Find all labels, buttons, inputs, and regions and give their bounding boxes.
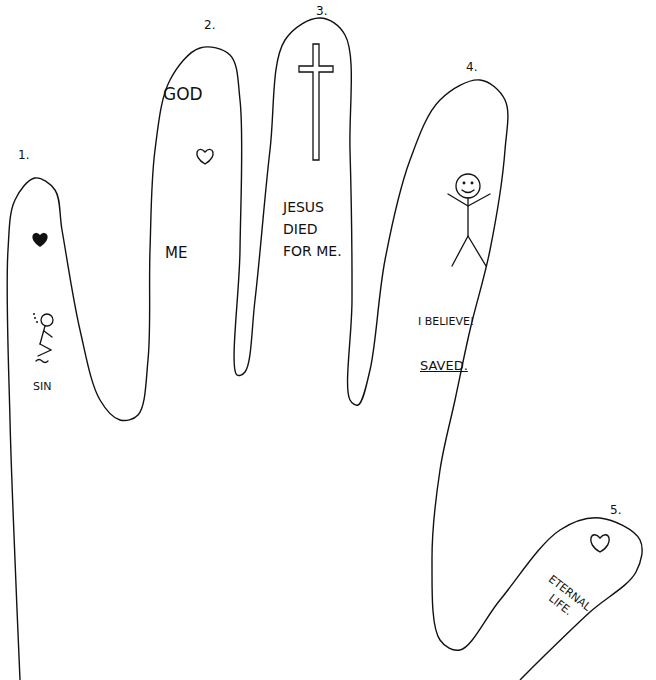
callout-number: 2. xyxy=(204,18,215,32)
finger-text: JESUS DIED FOR ME. xyxy=(283,196,343,262)
finger-text: GOD xyxy=(163,84,203,105)
cross-symbol xyxy=(299,44,333,160)
callout-number: 3. xyxy=(316,4,327,18)
kneeling-figure xyxy=(34,314,53,363)
hand-outline-path xyxy=(7,18,642,680)
finger-text: SIN xyxy=(33,380,51,394)
finger-text: SAVED. xyxy=(420,358,468,374)
finger-text: ME xyxy=(165,244,187,263)
finger-text: ETERNAL LIFE. xyxy=(525,563,605,635)
heart-symbol xyxy=(591,535,609,552)
finger-text: I BELIEVE! xyxy=(418,314,482,330)
callout-number: 5. xyxy=(610,503,621,517)
heart-symbol xyxy=(33,234,47,246)
stick-figure xyxy=(448,174,490,266)
heart-symbol xyxy=(197,149,213,164)
callout-number: 1. xyxy=(18,148,29,162)
callout-number: 4. xyxy=(466,60,477,74)
